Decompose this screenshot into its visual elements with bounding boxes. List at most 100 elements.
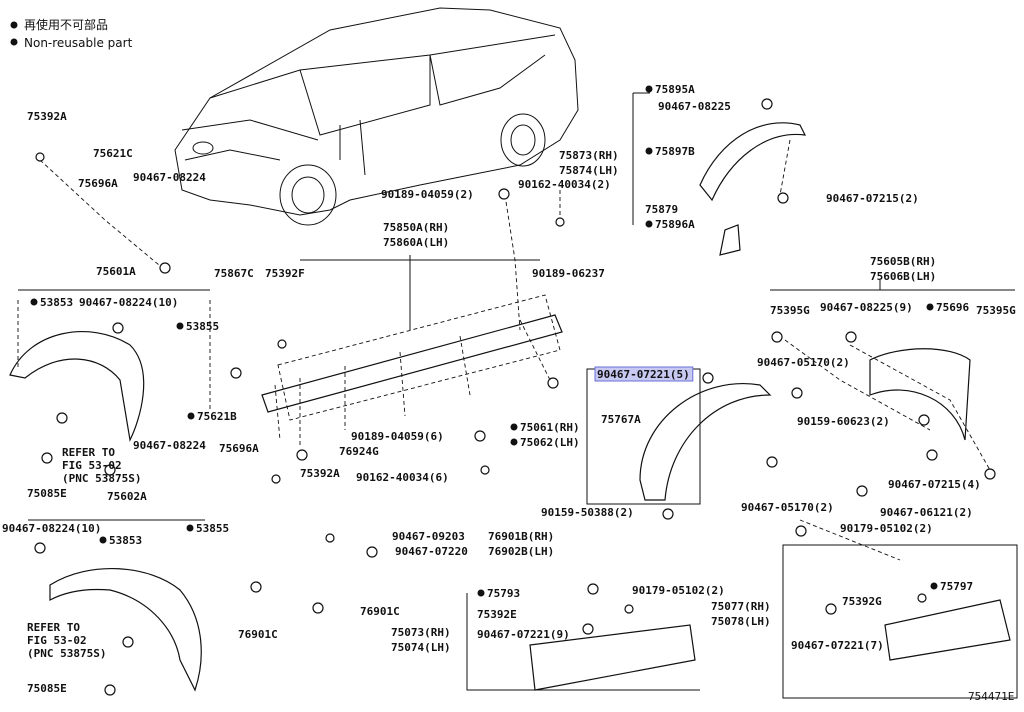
part-label-l7[interactable]: 90467-08224(10) <box>79 296 178 309</box>
part-label-l75[interactable]: 90467-07221(9) <box>477 628 570 641</box>
part-label-l41[interactable]: 75897B <box>655 145 695 158</box>
part-label-l66[interactable]: 90179-05102(2) <box>632 584 725 597</box>
group-bracket <box>632 92 650 225</box>
non-reusable-bullet-icon <box>187 412 195 420</box>
part-label-l36[interactable]: 90162-40034(6) <box>356 471 449 484</box>
part-label-l62[interactable]: 90467-07220 <box>395 545 468 558</box>
legend-bullet-icon <box>10 21 18 29</box>
part-label-l21[interactable]: FIG 53-02 <box>27 634 87 647</box>
figure-code: 754471E <box>968 690 1014 703</box>
legend-bullet-icon <box>10 38 18 46</box>
part-label-l50[interactable]: 75395G <box>976 304 1016 317</box>
non-reusable-bullet-icon <box>99 536 107 544</box>
part-label-l2[interactable]: 75621C <box>93 147 133 160</box>
part-label-l3[interactable]: 75696A <box>78 177 118 190</box>
group-bracket <box>466 593 700 691</box>
non-reusable-bullet-icon <box>30 298 38 306</box>
part-label-l59[interactable]: 90179-05102(2) <box>840 522 933 535</box>
part-label-l23[interactable]: 75085E <box>27 682 67 695</box>
part-label-l30[interactable]: 90189-06237 <box>532 267 605 280</box>
part-label-l37[interactable]: 75895A <box>655 83 695 96</box>
part-label-l45[interactable]: 75605B(RH) <box>870 255 936 268</box>
part-label-l68[interactable]: 75077(RH) <box>711 600 771 613</box>
part-label-l69[interactable]: 75078(LH) <box>711 615 771 628</box>
part-label-l54[interactable]: 90159-60623(2) <box>797 415 890 428</box>
part-label-l73[interactable]: 75073(RH) <box>391 626 451 639</box>
part-label-l65[interactable]: 75793 <box>487 587 520 600</box>
part-label-l44[interactable]: 75896A <box>655 218 695 231</box>
part-label-l72[interactable]: 75392E <box>477 608 517 621</box>
part-label-l24[interactable]: 90189-04059(2) <box>381 188 474 201</box>
part-label-l38[interactable]: 90467-08225 <box>658 100 731 113</box>
part-label-l22[interactable]: (PNC 53875S) <box>27 647 106 660</box>
non-reusable-bullet-icon <box>645 85 653 93</box>
non-reusable-bullet-icon <box>645 147 653 155</box>
part-label-l43[interactable]: 75879 <box>645 203 678 216</box>
part-label-l17[interactable]: 90467-08224(10) <box>2 522 101 535</box>
part-label-l9[interactable]: REFER TO <box>62 446 115 459</box>
part-label-l33[interactable]: 90189-04059(6) <box>351 430 444 443</box>
non-reusable-bullet-icon <box>186 524 194 532</box>
part-label-l1[interactable]: 75392A <box>27 110 67 123</box>
part-label-l8[interactable]: 53855 <box>186 320 219 333</box>
part-label-l40[interactable]: 75874(LH) <box>559 164 619 177</box>
part-label-l6[interactable]: 53853 <box>40 296 73 309</box>
vehicle-illustration <box>174 7 579 226</box>
non-reusable-bullet-icon <box>926 303 934 311</box>
part-label-l71[interactable]: 76901C <box>360 605 400 618</box>
part-label-l28[interactable]: 75867C <box>214 267 254 280</box>
legend-jp: 再使用不可部品 <box>24 17 108 32</box>
part-label-l4[interactable]: 90467-08224 <box>133 171 206 184</box>
part-label-l53[interactable]: 75767A <box>601 413 641 426</box>
part-label-l27[interactable]: 75860A(LH) <box>383 236 449 249</box>
non-reusable-bullet-icon <box>477 589 485 597</box>
part-label-l11[interactable]: (PNC 53875S) <box>62 472 141 485</box>
part-label-l5[interactable]: 75601A <box>96 265 136 278</box>
part-label-l12[interactable]: 75085E <box>27 487 67 500</box>
part-label-l46[interactable]: 75606B(LH) <box>870 270 936 283</box>
part-label-l31[interactable]: 75061(RH) <box>520 421 580 434</box>
group-bracket <box>300 255 540 330</box>
part-label-l58[interactable]: 90159-50388(2) <box>541 506 634 519</box>
part-label-l49[interactable]: 75696 <box>936 301 969 314</box>
fastener-icons <box>34 98 996 696</box>
part-labels: 75392A 75621C 75696A 90467-08224 75601A 53853… <box>2 83 1016 695</box>
part-label-l25[interactable]: 90162-40034(2) <box>518 178 611 191</box>
part-label-l15[interactable]: 75696A <box>219 442 259 455</box>
part-label-l34[interactable]: 76924G <box>339 445 379 458</box>
part-label-l10[interactable]: FIG 53-02 <box>62 459 122 472</box>
part-label-l57[interactable]: 90467-06121(2) <box>880 506 973 519</box>
part-label-l19[interactable]: 53855 <box>196 522 229 535</box>
non-reusable-bullet-icon <box>176 322 184 330</box>
part-label-l70[interactable]: 76901C <box>238 628 278 641</box>
group-bracket <box>770 280 1015 291</box>
part-label-l55[interactable]: 90467-07215(4) <box>888 478 981 491</box>
part-label-l13[interactable]: 75621B <box>197 410 237 423</box>
part-label-l56[interactable]: 90467-05170(2) <box>741 501 834 514</box>
non-reusable-bullet-icon <box>510 423 518 431</box>
part-label-l48[interactable]: 90467-08225(9) <box>820 301 913 314</box>
part-label-l52[interactable]: 90467-07221(5) <box>597 368 690 381</box>
part-label-l18[interactable]: 53853 <box>109 534 142 547</box>
part-label-l67[interactable]: 75392G <box>842 595 882 608</box>
part-label-l16[interactable]: 75602A <box>107 490 147 503</box>
part-label-l64[interactable]: 75797 <box>940 580 973 593</box>
part-label-l32[interactable]: 75062(LH) <box>520 436 580 449</box>
rear-arch-moulding <box>699 122 807 256</box>
part-label-l20[interactable]: REFER TO <box>27 621 80 634</box>
part-label-l35[interactable]: 75392A <box>300 467 340 480</box>
part-label-l74[interactable]: 75074(LH) <box>391 641 451 654</box>
part-label-l76[interactable]: 90467-07221(7) <box>791 639 884 652</box>
part-label-l51[interactable]: 90467-05170(2) <box>757 356 850 369</box>
part-label-l26[interactable]: 75850A(RH) <box>383 221 449 234</box>
part-label-l42[interactable]: 90467-07215(2) <box>826 192 919 205</box>
rocker-moulding <box>261 294 563 448</box>
part-label-l14[interactable]: 90467-08224 <box>133 439 206 452</box>
part-label-l61[interactable]: 76901B(RH) <box>488 530 554 543</box>
part-label-l47[interactable]: 75395G <box>770 304 810 317</box>
part-label-l60[interactable]: 90467-09203 <box>392 530 465 543</box>
part-label-l29[interactable]: 75392F <box>265 267 305 280</box>
non-reusable-bullet-icon <box>510 438 518 446</box>
part-label-l63[interactable]: 76902B(LH) <box>488 545 554 558</box>
part-label-l39[interactable]: 75873(RH) <box>559 149 619 162</box>
